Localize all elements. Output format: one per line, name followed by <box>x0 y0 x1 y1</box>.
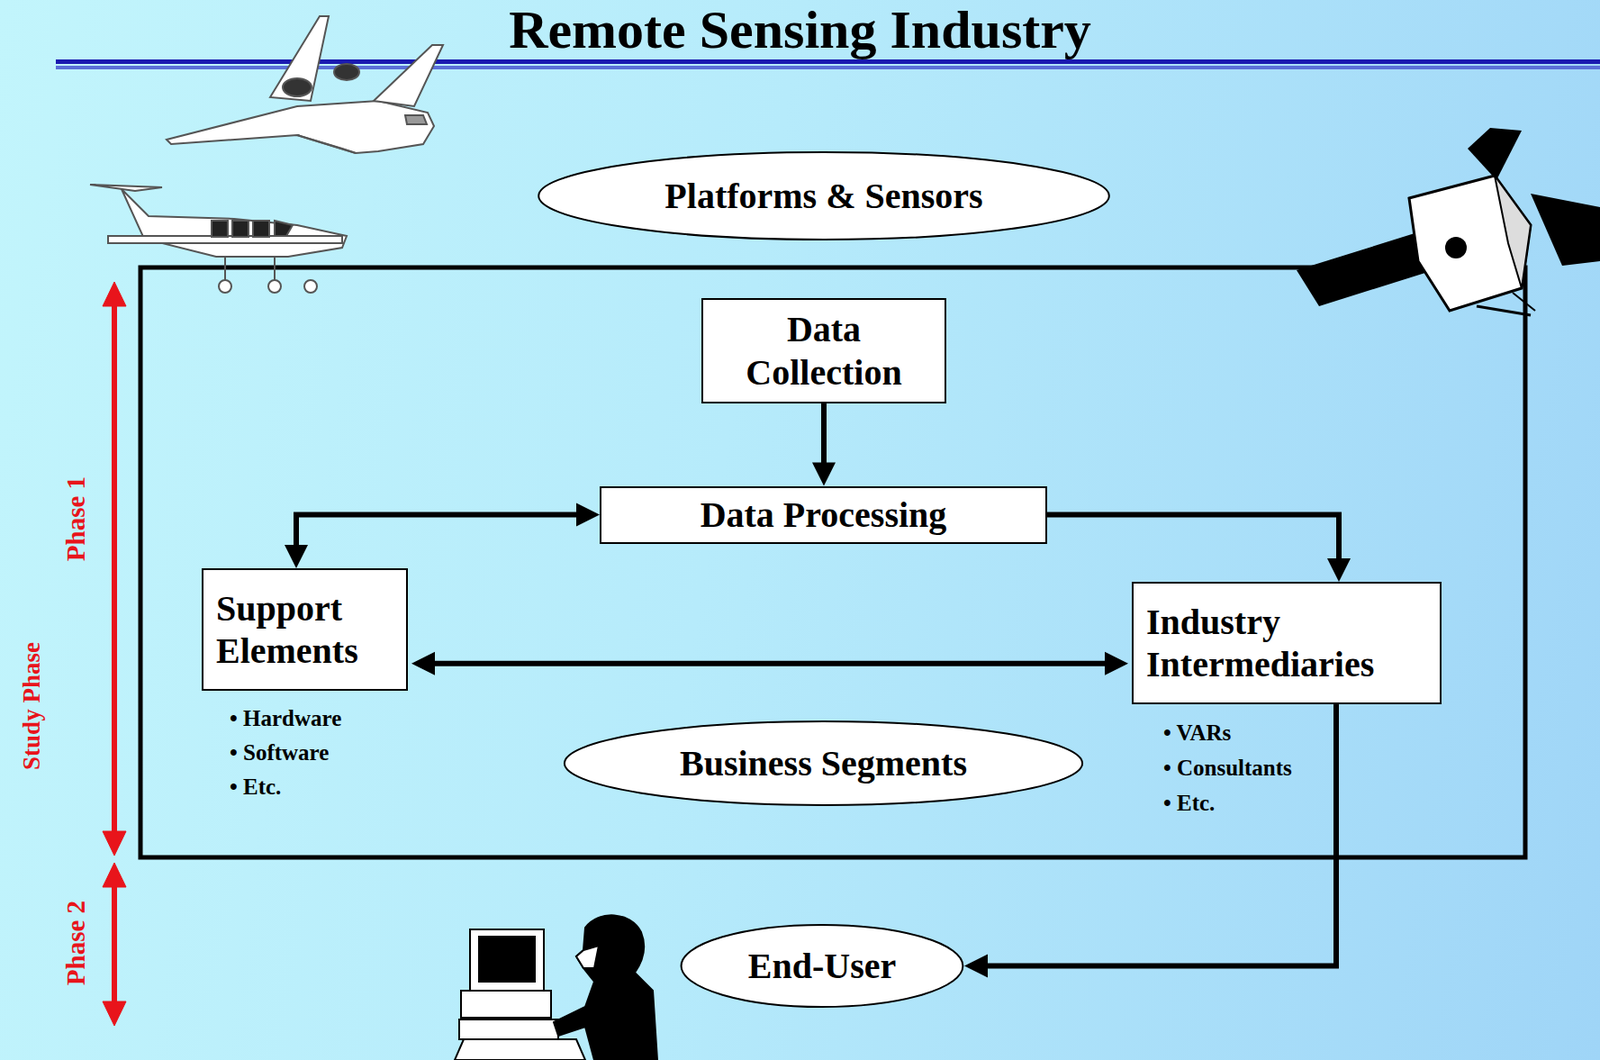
node-text: Business Segments <box>679 741 968 785</box>
flow-arrow <box>812 403 836 487</box>
process-box: Support Elements <box>201 568 408 691</box>
satellite <box>1296 127 1600 316</box>
bullet-item: • Etc. <box>1163 790 1215 816</box>
diagram-title: Remote Sensing Industry <box>0 0 1600 60</box>
phase-arrows <box>102 281 127 1026</box>
process-box: Industry Intermediaries <box>1131 581 1442 705</box>
bullet-item: • Etc. <box>229 774 281 800</box>
node-text: Platforms & Sensors <box>664 174 983 217</box>
node-text: End-User <box>748 944 896 987</box>
prop-airplane <box>90 184 347 293</box>
phase-label: Phase 2 <box>61 900 91 986</box>
node-text: Support Elements <box>216 587 394 672</box>
bullet-item: • Hardware <box>229 705 342 732</box>
title-rule <box>55 59 1600 64</box>
node-text: Industry Intermediaries <box>1146 600 1428 686</box>
node-text: Data Processing <box>610 493 1037 536</box>
bullet-item: • Consultants <box>1163 755 1293 781</box>
category-ellipse: Platforms & Sensors <box>535 151 1112 241</box>
bullet-item: • Software <box>229 740 329 766</box>
process-box: Data Collection <box>701 298 947 404</box>
process-box: Data Processing <box>599 486 1048 544</box>
node-text: Data Collection <box>712 307 936 393</box>
end-user-ellipse: End-User <box>679 923 965 1008</box>
user-at-computer <box>454 914 658 1060</box>
flow-arrow <box>411 651 1129 676</box>
flow-arrow <box>284 503 600 570</box>
bullet-item: • VARs <box>1163 720 1231 746</box>
phase-label: Phase 1 <box>61 476 91 561</box>
jet-airplane <box>166 16 443 154</box>
study-boundary <box>140 267 1526 858</box>
phase-label: Study Phase <box>18 641 46 770</box>
category-ellipse: Business Segments <box>561 720 1085 806</box>
flow-arrow <box>1047 515 1351 583</box>
